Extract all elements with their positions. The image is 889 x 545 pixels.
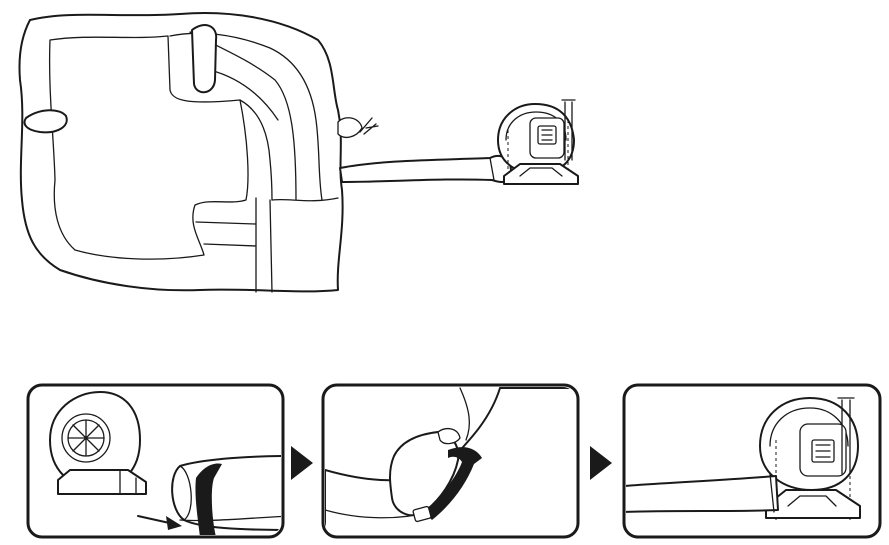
step-panel-1 (28, 385, 290, 537)
step-panel-3 (624, 385, 880, 537)
inflation-tube (340, 156, 512, 182)
step-panel-2 (323, 385, 580, 537)
grab-handle-top (192, 25, 216, 92)
inflatable-structure (19, 13, 378, 292)
next-step-arrow (291, 446, 313, 480)
next-step-arrow (590, 446, 612, 480)
air-blower (498, 100, 578, 184)
